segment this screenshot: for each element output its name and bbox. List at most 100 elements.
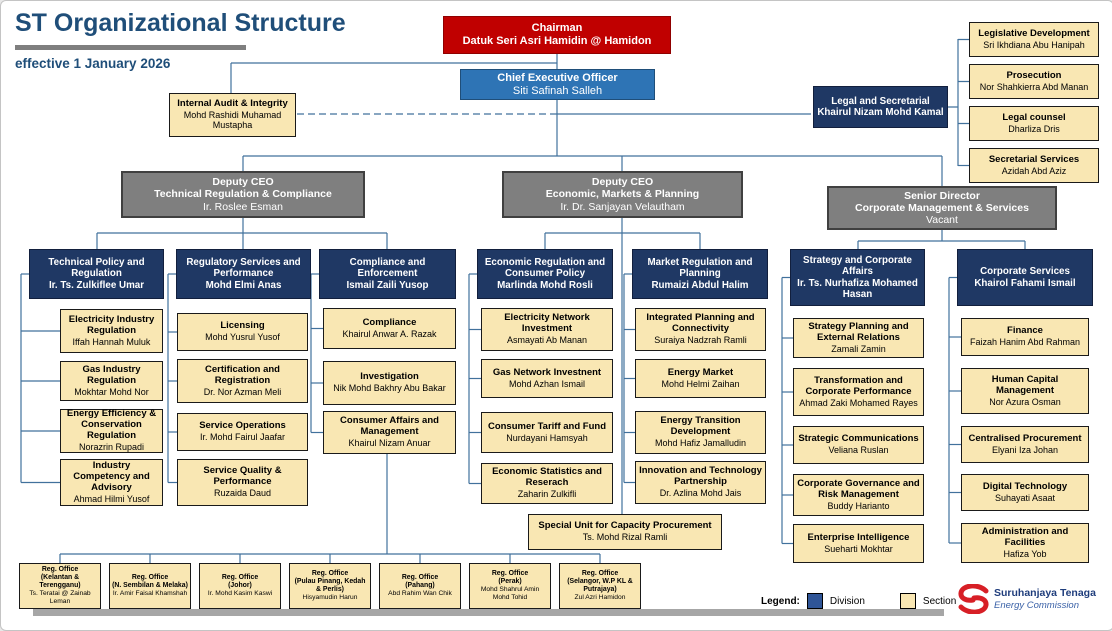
section-name: Sueharti Mokhtar [824,543,893,554]
executive-division: Corporate Management & Services [855,201,1029,214]
section-name: Mokhtar Mohd Nor [74,386,149,397]
regional-office-box: Reg. Office(Johor)Ir. Mohd Kasim Kaswi [199,563,281,609]
regional-office-title: Reg. Office [401,574,439,582]
regional-office-region: (Pulau Pinang, Kedah & Perlis) [294,578,366,594]
section-title: Consumer Tariff and Fund [487,420,607,432]
regional-office-title: Reg. Office [491,570,529,578]
section-name: Nik Mohd Bakhry Abu Bakar [333,383,446,394]
section-title: Economic Statistics and Reserach [492,466,602,489]
regional-office-title: Reg. Office [41,566,79,574]
section-name: Zaharin Zulkifli [517,489,577,500]
section-title: Compliance [362,316,417,328]
regional-office-name: Abd Rahim Wan Chik [388,590,452,598]
section-title: Finance [1007,325,1043,337]
internal-audit-name: Mohd Rashidi Muhamad Mustapha [183,110,282,131]
section-title: Energy Efficiency & Conservation Regulat… [66,408,157,442]
section-title: Service Quality & Performance [203,465,282,488]
logo-name: Suruhanjaya Tenaga [994,587,1096,599]
special-unit-title: Special Unit for Capacity Procurement [538,520,712,532]
section-title: Centralised Procurement [968,432,1082,444]
legal-section-title: Legal counsel [1002,111,1066,123]
section-name: Veliana Ruslan [828,445,889,456]
regional-office-name: Ts. Teratai @ Zainab Leman [29,590,91,605]
regional-office-region: (Selangor, W.P KL & Putrajaya) [567,578,633,594]
section-box: Corporate Governance and Risk Management… [793,474,924,516]
chairman-name: Datuk Seri Asri Hamidin @ Hamidon [462,35,652,47]
section-title: Transformation and Corporate Performance [805,374,912,397]
executive-name: Ir. Roslee Esman [203,200,283,213]
title-underline [15,45,246,50]
section-name: Zamali Zamin [831,343,886,354]
section-title: Electricity Industry Regulation [68,313,155,336]
section-name: Ahmad Hilmi Yusof [73,493,150,504]
logo-swoosh-icon [958,584,989,614]
section-name: Ahmad Zaki Mohamed Rayes [799,397,918,408]
section-name: Dr. Nor Azman Meli [203,386,282,397]
legal-title: Legal and Secretarial [831,95,930,107]
section-name: Khairul Nizam Anuar [348,438,431,449]
regional-office-region: (Kelantan & Terengganu) [39,574,81,590]
division-name: Marlinda Mohd Rosli [497,279,593,291]
regional-office-name: Zul Azri Hamidon [574,594,626,602]
division-name: Ir. Ts. Nurhafiza Mohamed Hasan [797,277,918,300]
executive-title: Deputy CEO [212,176,274,189]
section-title: Electricity Network Investment [504,312,590,335]
division-title: Strategy and Corporate Affairs [803,254,912,278]
legal-section-title: Secretarial Services [988,153,1080,165]
section-title: Corporate Governance and Risk Management [797,477,920,500]
section-box: Energy Efficiency & Conservation Regulat… [60,409,163,453]
page-title: ST Organizational Structure [15,9,346,37]
section-title: Licensing [220,320,265,332]
division-title: Corporate Services [980,266,1070,278]
regional-office-title: Reg. Office [581,570,619,578]
division-name: Ismail Zaili Yusop [346,279,429,291]
section-name: Iffah Hannah Muluk [72,336,151,347]
regional-office-box: Reg. Office(N. Sembilan & Melaka)Ir. Ami… [109,563,191,609]
section-title: Enterprise Intelligence [807,531,910,543]
regional-office-title: Reg. Office [221,574,259,582]
legal-section-name: Sri Ikhdiana Abu Hanipah [983,39,1085,50]
logo-text: Suruhanjaya Tenaga Energy Commission [994,587,1096,611]
regional-office-region: (N. Sembilan & Melaka) [112,582,188,590]
regional-office-box: Reg. Office(Kelantan & Terengganu)Ts. Te… [19,563,101,609]
section-title: Integrated Planning and Connectivity [646,312,755,335]
section-title: Administration and Facilities [981,525,1069,548]
section-name: Nor Azura Osman [989,396,1061,407]
effective-date: effective 1 January 2026 [15,56,171,71]
st-logo: Suruhanjaya Tenaga Energy Commission [956,584,1096,614]
section-name: Mohd Azhan Ismail [508,378,586,389]
special-unit-name: Ts. Mohd Rizal Ramli [582,532,668,543]
section-title: Energy Transition Development [660,415,741,438]
executive-division: Technical Regulation & Compliance [154,188,332,201]
section-title: Digital Technology [982,480,1068,492]
regional-office-name: Ir. Amir Faisal Khamshah [112,590,188,598]
division-name: Mohd Elmi Anas [205,279,282,291]
regional-office-region: (Perak) [498,578,522,586]
regional-office-title: Reg. Office [131,574,169,582]
section-name: Nurdayani Hamsyah [506,432,588,443]
section-name: Mohd Yusrul Yusof [205,332,280,343]
division-title: Compliance and Enforcement [349,257,426,280]
